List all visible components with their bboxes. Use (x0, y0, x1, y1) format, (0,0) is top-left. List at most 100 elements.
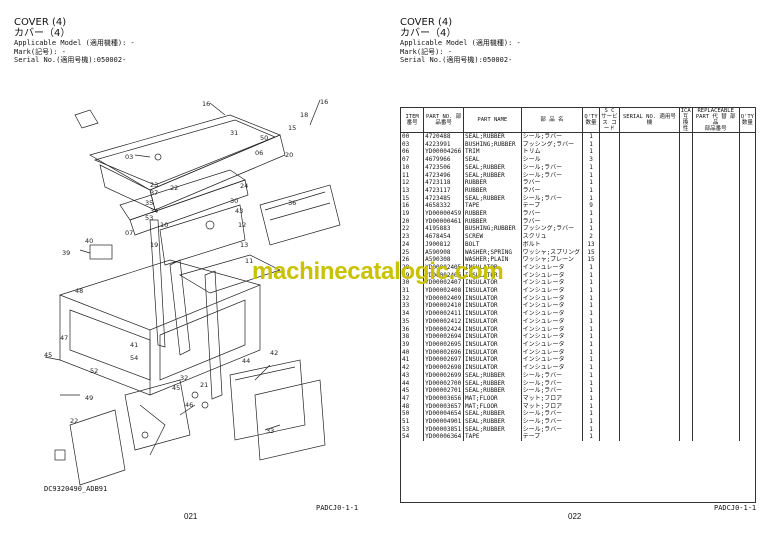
sc-cell (598, 294, 620, 303)
repl-qty-cell (738, 371, 756, 380)
part-name-cell: SEAL;RUBBER (463, 371, 522, 380)
parts-table: ITEM 番号 PART NO. 部品番号 PART NAME 部 品 名 Q'… (399, 107, 757, 442)
repl-part-cell (691, 263, 740, 272)
repl-part-cell (691, 148, 740, 157)
item-cell: 40 (399, 348, 424, 357)
part-no-cell: YD00002424 (423, 325, 464, 334)
serial-cell (619, 163, 680, 172)
part-name-jp-cell: インシュレータ (520, 310, 583, 318)
callout-label: 32 (180, 374, 188, 382)
qty-cell: 1 (582, 225, 600, 234)
sc-cell (598, 418, 620, 426)
ica-cell (678, 179, 693, 187)
right-page: COVER (4) カバー（4） Applicable Model (適用機種)… (384, 0, 768, 542)
right-mark: Mark(記号): - (400, 47, 452, 56)
repl-part-cell (691, 171, 740, 180)
item-cell: 34 (399, 310, 424, 318)
item-cell: 03 (399, 140, 424, 149)
right-header: COVER (4) カバー（4） Applicable Model (適用機種)… (400, 17, 521, 65)
repl-qty-cell (738, 132, 756, 141)
serial-cell (619, 433, 680, 442)
serial-cell (619, 263, 680, 272)
callout-label: 31 (230, 129, 238, 137)
qty-cell: 1 (582, 387, 600, 395)
callout-label: 49 (85, 394, 93, 402)
repl-qty-cell (738, 433, 756, 442)
serial-cell (619, 294, 680, 303)
sc-cell (598, 186, 620, 195)
callout-label: 22 (170, 184, 178, 192)
qty-cell: 1 (582, 163, 600, 172)
col-part-name: PART NAME (463, 107, 522, 133)
serial-cell (619, 348, 680, 357)
col-part-name-jp: 部 品 名 (520, 107, 584, 133)
part-name-cell: WASHER;PLAIN (463, 256, 522, 264)
ica-cell (678, 163, 693, 172)
part-no-cell: YD00002406 (423, 271, 464, 280)
part-no-cell: 4223991 (423, 140, 464, 149)
serial-cell (619, 287, 680, 295)
repl-part-cell (691, 233, 740, 241)
ica-cell (678, 217, 693, 226)
part-name-cell: INSULATOR (463, 310, 522, 318)
left-footer-code: PADCJ0-1-1 (316, 504, 359, 512)
left-title-jp: カバー（4） (14, 27, 71, 39)
ica-cell (678, 202, 693, 211)
ica-cell (678, 132, 693, 141)
item-cell: 54 (399, 433, 424, 442)
part-no-cell: YD00000461 (423, 217, 464, 226)
serial-cell (619, 340, 680, 349)
repl-part-cell (691, 140, 740, 149)
part-no-cell: YD00006364 (423, 433, 464, 442)
serial-cell (619, 256, 680, 264)
part-name-cell: BUSHING;RUBBER (463, 140, 522, 149)
part-name-jp-cell: インシュレータ (520, 333, 583, 341)
part-name-jp-cell: インシュレータ (520, 325, 583, 334)
part-name-jp-cell: ワッシャ;スプリング (520, 248, 583, 257)
repl-qty-cell (738, 256, 756, 264)
ica-cell (678, 379, 693, 388)
qty-cell: 1 (582, 379, 600, 388)
repl-part-cell (691, 371, 740, 380)
ica-cell (678, 256, 693, 264)
part-name-cell: INSULATOR (463, 340, 522, 349)
callout-label: 40 (85, 237, 93, 245)
repl-part-cell (691, 348, 740, 357)
repl-part-cell (691, 418, 740, 426)
part-name-jp-cell: インシュレータ (520, 279, 583, 288)
col-repl-qty: Q'TY 数量 (738, 107, 757, 133)
item-cell: 19 (399, 210, 424, 218)
part-name-jp-cell: シール (520, 156, 583, 164)
ica-cell (678, 171, 693, 180)
qty-cell: 1 (582, 210, 600, 218)
part-name-jp-cell: インシュレータ (520, 340, 583, 349)
callout-label: 35 (145, 199, 153, 207)
part-name-cell: TAPE (463, 433, 522, 442)
part-no-cell: 4723506 (423, 163, 464, 172)
callout-label: 15 (288, 124, 296, 132)
sc-cell (598, 233, 620, 241)
sc-cell (598, 302, 620, 311)
part-name-cell: INSULATOR (463, 317, 522, 326)
part-no-cell: YD00002407 (423, 279, 464, 288)
part-name-jp-cell: シール;ラバー (520, 418, 583, 426)
item-cell: 28 (399, 263, 424, 272)
item-cell: 51 (399, 418, 424, 426)
qty-cell: 1 (582, 279, 600, 288)
repl-part-cell (691, 402, 740, 411)
callout-label: 19 (150, 241, 158, 249)
item-cell: 42 (399, 364, 424, 372)
part-name-cell: INSULATOR (463, 364, 522, 372)
repl-qty-cell (738, 340, 756, 349)
qty-cell: 1 (582, 148, 600, 157)
repl-qty-cell (738, 179, 756, 187)
ica-cell (678, 148, 693, 157)
part-name-cell: INSULATOR (463, 287, 522, 295)
